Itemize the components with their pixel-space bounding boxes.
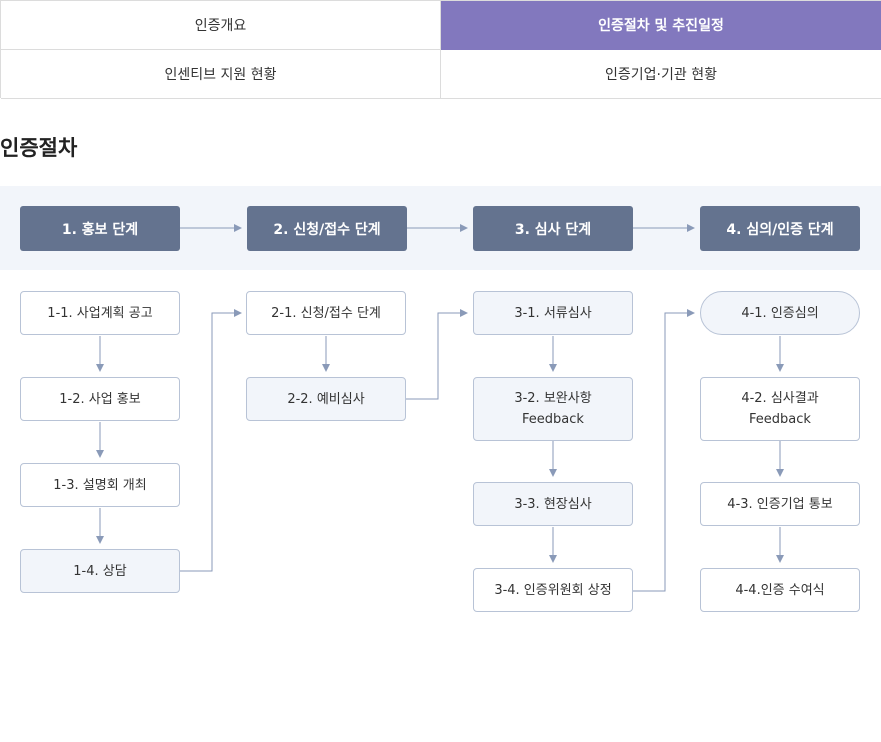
tab-navigation: 인증개요 인증절차 및 추진일정 인센티브 지원 현황 인증기업·기관 현황 xyxy=(0,0,881,99)
step-3-4: 3-4. 인증위원회 상정 xyxy=(473,568,633,612)
section-title: 인증절차 xyxy=(0,136,78,160)
step-2-2: 2-2. 예비심사 xyxy=(246,377,406,421)
step-1-3: 1-3. 설명회 개최 xyxy=(20,463,180,507)
step-2-1: 2-1. 신청/접수 단계 xyxy=(246,291,406,335)
tab-certified-companies[interactable]: 인증기업·기관 현황 xyxy=(441,50,881,99)
stage-promotion: 1. 홍보 단계 xyxy=(20,206,180,251)
tab-certification-procedure[interactable]: 인증절차 및 추진일정 xyxy=(441,1,881,50)
stage-application: 2. 신청/접수 단계 xyxy=(247,206,407,251)
stage-review: 3. 심사 단계 xyxy=(473,206,633,251)
step-3-3: 3-3. 현장심사 xyxy=(473,482,633,526)
step-4-1: 4-1. 인증심의 xyxy=(700,291,860,335)
step-1-4: 1-4. 상담 xyxy=(20,549,180,593)
step-4-3: 4-3. 인증기업 통보 xyxy=(700,482,860,526)
stage-certification: 4. 심의/인증 단계 xyxy=(700,206,860,251)
tab-certification-overview[interactable]: 인증개요 xyxy=(1,1,441,50)
step-3-1: 3-1. 서류심사 xyxy=(473,291,633,335)
step-1-1: 1-1. 사업계획 공고 xyxy=(20,291,180,335)
step-1-2: 1-2. 사업 홍보 xyxy=(20,377,180,421)
step-4-4: 4-4.인증 수여식 xyxy=(700,568,860,612)
tab-incentive-status[interactable]: 인센티브 지원 현황 xyxy=(1,50,441,99)
